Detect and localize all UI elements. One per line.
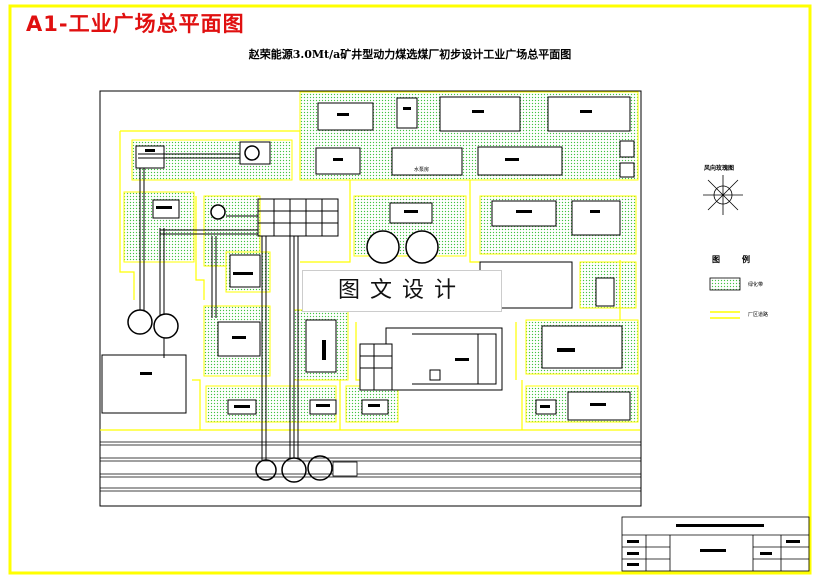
plant-roads (100, 130, 640, 431)
conveyor-lines (138, 153, 299, 460)
drawing-subtitle: 赵荣能源3.0Mt/a矿井型动力煤选煤厂初步设计工业广场总平面图 (248, 48, 572, 61)
screen-house-grid (257, 198, 339, 237)
sheet-border (8, 4, 812, 575)
silos (127, 145, 439, 483)
wind-rose-title: 风向玫瑰图 (704, 165, 735, 172)
title-block-marks (627, 524, 800, 566)
legend-item-road: 厂区道路 (748, 312, 769, 318)
pump-room-label: 水泵房 (414, 166, 429, 173)
legend-heading: 图例 (712, 254, 772, 264)
building-label-marks (140, 107, 606, 408)
railway-tracks (100, 441, 641, 492)
legend-green-swatch (709, 277, 741, 291)
main-plant (359, 327, 503, 391)
legend-item-green: 绿化带 (748, 282, 764, 288)
wind-rose-symbol (703, 175, 743, 215)
watermark: 图文设计 (302, 270, 502, 312)
title-block (621, 516, 810, 572)
drawing-title: A1-工业广场总平面图 (26, 12, 245, 36)
site-boundary (99, 90, 642, 507)
